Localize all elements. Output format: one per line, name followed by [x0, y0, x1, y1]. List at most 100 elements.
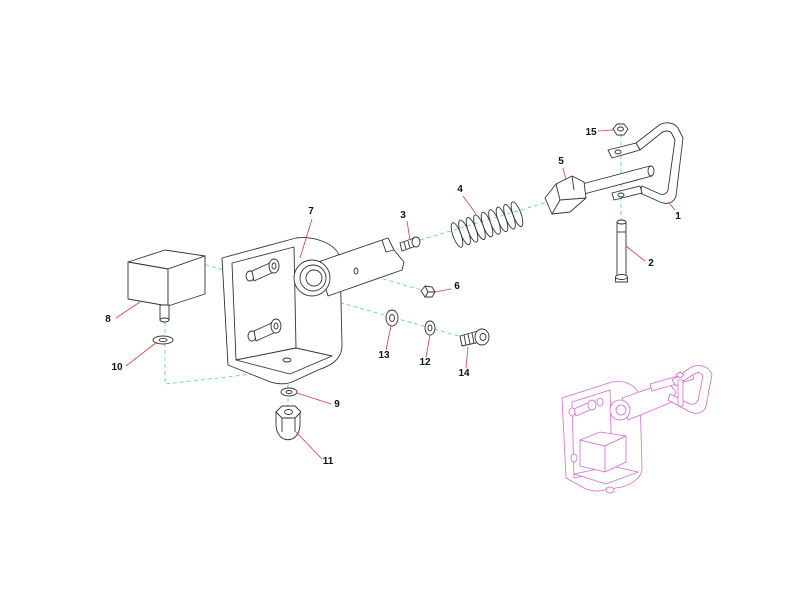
spring-coil [510, 201, 524, 227]
bracket-part [221, 237, 405, 385]
pin-body [616, 221, 627, 281]
callout-11: 11 [323, 456, 334, 467]
nut-bore [617, 126, 624, 132]
callout-6: 6 [454, 281, 460, 292]
handle-upper-tab [607, 142, 641, 159]
washer-part-12 [424, 320, 436, 336]
leader-line-14 [465, 346, 469, 369]
axis-line-side-nut [355, 270, 429, 293]
callout-10: 10 [111, 362, 123, 373]
leader-line-7 [299, 218, 313, 259]
cube-block-part [127, 249, 206, 323]
leader-line-12 [425, 334, 431, 358]
cube-front-face [127, 261, 169, 307]
small-nut-edges [424, 285, 435, 298]
bracket-bottom-hole [282, 357, 292, 363]
callout-5: 5 [558, 156, 564, 167]
washer-hole [285, 390, 293, 394]
spring-coil [473, 214, 486, 240]
leader-line-15 [597, 129, 614, 132]
upper-bolt-socket [271, 262, 277, 270]
callout-4: 4 [457, 184, 463, 195]
callout-2: 2 [648, 258, 654, 269]
bracket-tube [317, 237, 405, 297]
leader-line-6 [434, 288, 452, 293]
spring-part [450, 201, 524, 248]
assembled-nut [675, 371, 685, 379]
leader-line-2 [625, 245, 646, 262]
leader-line-5 [562, 167, 567, 181]
pin-head-top [615, 274, 628, 280]
assembled-bolt-head-upper [587, 399, 597, 411]
callout-7: 7 [308, 206, 314, 217]
cube-stud-end [159, 317, 170, 323]
nut-part-15 [612, 123, 629, 136]
leader-line-3 [406, 220, 411, 241]
cap-screw-part [459, 328, 490, 347]
shaft-rod-end [647, 165, 655, 177]
washer-hole [158, 337, 168, 343]
dome-nut-bore [284, 409, 293, 415]
cube-side-face [167, 255, 206, 307]
leader-line-4 [462, 195, 477, 215]
callout-9: 9 [334, 399, 340, 410]
handle-strap-part [607, 122, 684, 204]
handle-upper-hole [614, 149, 622, 155]
callout-15: 15 [585, 127, 597, 138]
pin-part [615, 219, 628, 283]
cap-screw-thread [463, 332, 475, 346]
washer-part-13 [385, 309, 399, 327]
leader-line-9 [296, 392, 332, 405]
callout-1: 1 [675, 211, 681, 222]
spring-coil [503, 204, 516, 230]
small-screw-head [411, 236, 421, 248]
spring-coil [450, 222, 464, 248]
assembled-cube-side [604, 435, 627, 473]
tube-boss-bore [305, 269, 323, 287]
callout-3: 3 [400, 210, 406, 221]
spring-coil [458, 219, 471, 246]
washer-part-9 [280, 387, 298, 397]
leader-line-11 [295, 431, 323, 460]
leader-line-8 [115, 301, 141, 319]
leader-line-1 [667, 201, 676, 211]
washer-hole [389, 314, 395, 322]
leader-line-13 [385, 325, 392, 351]
pin-top [616, 219, 627, 225]
callout-12: 12 [419, 357, 431, 368]
assembled-bolt-nut-lower [570, 453, 578, 463]
leader-line-10 [125, 341, 158, 367]
tube-notch [381, 239, 395, 253]
spring-coil [465, 217, 479, 243]
tube-side-hole [353, 267, 359, 275]
spring-coil [495, 206, 509, 233]
callout-13: 13 [378, 350, 390, 361]
assembled-handle [667, 365, 713, 414]
spring-coil [480, 211, 494, 238]
washer-part-10 [152, 335, 174, 345]
washer-hole [427, 324, 433, 332]
assembled-boss-bore [615, 404, 627, 416]
lower-bolt-socket [273, 322, 279, 330]
callout-labels: 1 2 3 4 5 6 7 8 9 10 11 12 13 14 15 [105, 127, 681, 467]
assembled-cap-screw [596, 397, 604, 407]
handle-lower-tab [611, 185, 643, 201]
leader-lines [115, 129, 676, 460]
nut-part-6 [420, 285, 436, 298]
assembled-dome-nut [605, 486, 615, 494]
wedge-block-edges [551, 175, 587, 215]
callout-8: 8 [105, 314, 111, 325]
callout-14: 14 [458, 368, 470, 379]
small-screw-thread [403, 240, 411, 250]
assembled-pin [677, 379, 684, 407]
small-screw-part [399, 236, 421, 252]
handle-lower-hole [617, 192, 625, 198]
wedge-block [544, 175, 587, 215]
spring-coil [488, 209, 501, 235]
shaft-wedge-part [544, 165, 655, 215]
assembled-view [561, 365, 713, 494]
dome-nut-part [275, 405, 302, 441]
handle-loop [635, 122, 684, 204]
dome-nut-faces [281, 418, 296, 432]
